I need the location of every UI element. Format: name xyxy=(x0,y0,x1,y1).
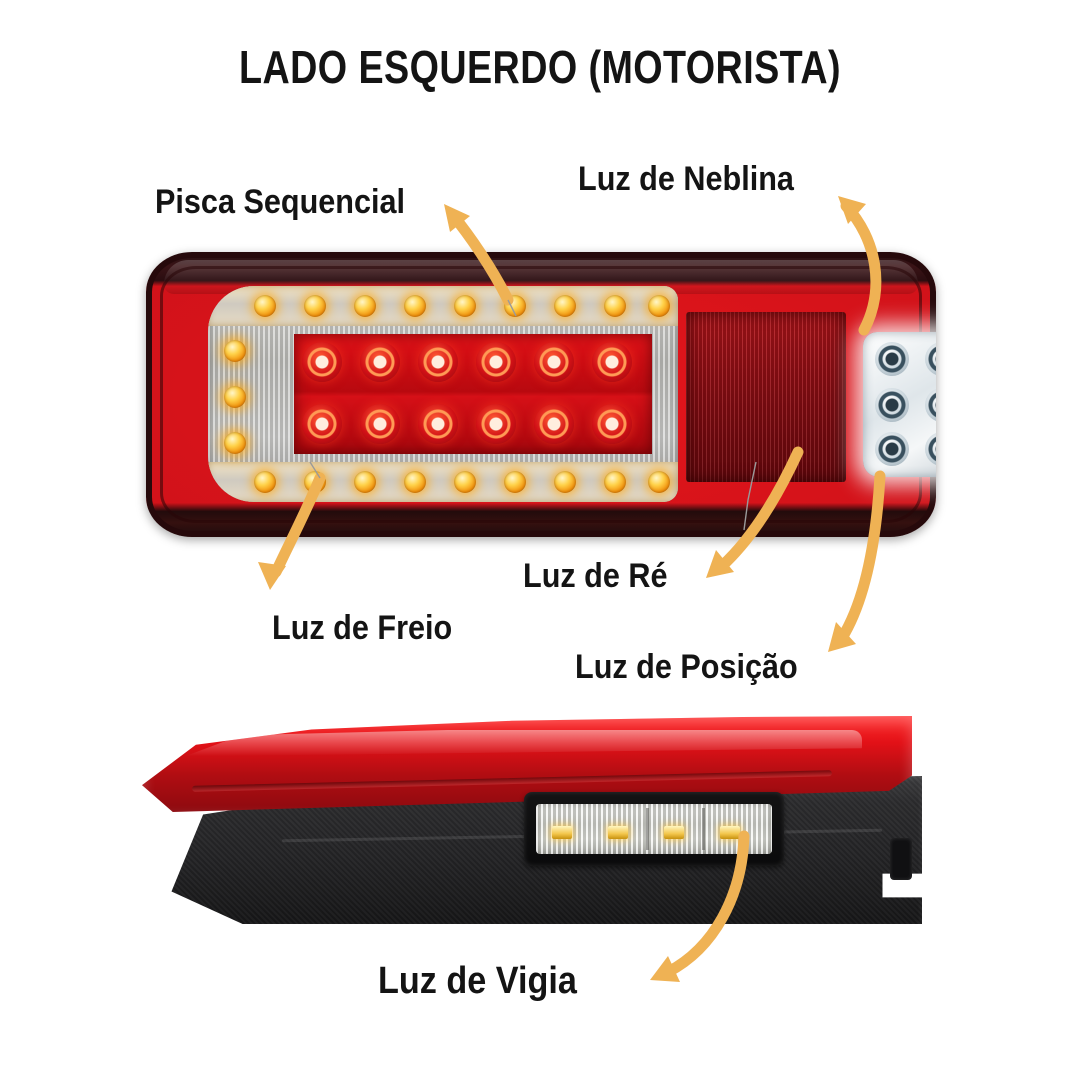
reverse-led xyxy=(925,342,936,376)
amber-led xyxy=(354,295,376,317)
brake-led xyxy=(418,342,458,382)
brake-led xyxy=(360,404,400,444)
amber-led xyxy=(454,471,476,493)
plate-lens-divider xyxy=(646,808,649,850)
brake-led xyxy=(592,342,632,382)
brake-led xyxy=(418,404,458,444)
reverse-led xyxy=(875,432,909,466)
reverse-light-lens xyxy=(863,332,936,477)
callout-label-luz-de-freio: Luz de Freio xyxy=(272,609,453,647)
amber-led xyxy=(554,295,576,317)
housing-connector-notch xyxy=(890,838,912,880)
amber-led xyxy=(254,471,276,493)
reverse-led xyxy=(925,432,936,466)
plate-led xyxy=(664,826,684,839)
amber-led xyxy=(224,386,246,408)
page-title: LADO ESQUERDO (MOTORISTA) xyxy=(239,41,841,93)
amber-led xyxy=(604,471,626,493)
sequential-turn-signal-strip-top xyxy=(208,286,678,326)
callout-label-luz-de-vigia: Luz de Vigia xyxy=(378,960,577,1002)
callout-label-luz-de-posicao: Luz de Posição xyxy=(575,648,798,686)
tail-lamp-rear-view xyxy=(146,252,936,537)
amber-led xyxy=(404,295,426,317)
brake-led xyxy=(360,342,400,382)
amber-led xyxy=(304,471,326,493)
brake-led xyxy=(592,404,632,444)
amber-led xyxy=(354,471,376,493)
plate-led xyxy=(552,826,572,839)
red-lens-highlight xyxy=(185,730,862,756)
amber-led xyxy=(224,432,246,454)
plate-light-housing xyxy=(524,792,784,866)
plate-light-lens xyxy=(536,804,772,854)
amber-led xyxy=(224,340,246,362)
amber-led xyxy=(454,295,476,317)
plate-lens-divider xyxy=(702,808,705,850)
callout-label-luz-de-re: Luz de Ré xyxy=(523,557,668,595)
amber-led xyxy=(648,295,670,317)
callout-label-pisca-sequencial: Pisca Sequencial xyxy=(155,183,406,221)
amber-led xyxy=(554,471,576,493)
brake-led xyxy=(534,404,574,444)
brake-led xyxy=(302,404,342,444)
clear-lens-pocket xyxy=(208,286,678,502)
tail-lamp-side-view xyxy=(132,716,922,924)
amber-led xyxy=(604,295,626,317)
amber-led xyxy=(404,471,426,493)
amber-led xyxy=(648,471,670,493)
reverse-led xyxy=(875,342,909,376)
reverse-led xyxy=(875,388,909,422)
fog-light-reflector-panel xyxy=(686,312,846,482)
reverse-led xyxy=(925,388,936,422)
amber-led xyxy=(504,471,526,493)
brake-led xyxy=(302,342,342,382)
brake-led xyxy=(476,342,516,382)
brake-light-led-array xyxy=(294,334,652,454)
brake-led xyxy=(534,342,574,382)
amber-led xyxy=(504,295,526,317)
plate-led xyxy=(608,826,628,839)
amber-led xyxy=(254,295,276,317)
callout-label-luz-de-neblina: Luz de Neblina xyxy=(578,160,794,198)
plate-led xyxy=(720,826,740,839)
brake-led xyxy=(476,404,516,444)
amber-led xyxy=(304,295,326,317)
sequential-turn-signal-strip-bottom xyxy=(208,462,678,502)
